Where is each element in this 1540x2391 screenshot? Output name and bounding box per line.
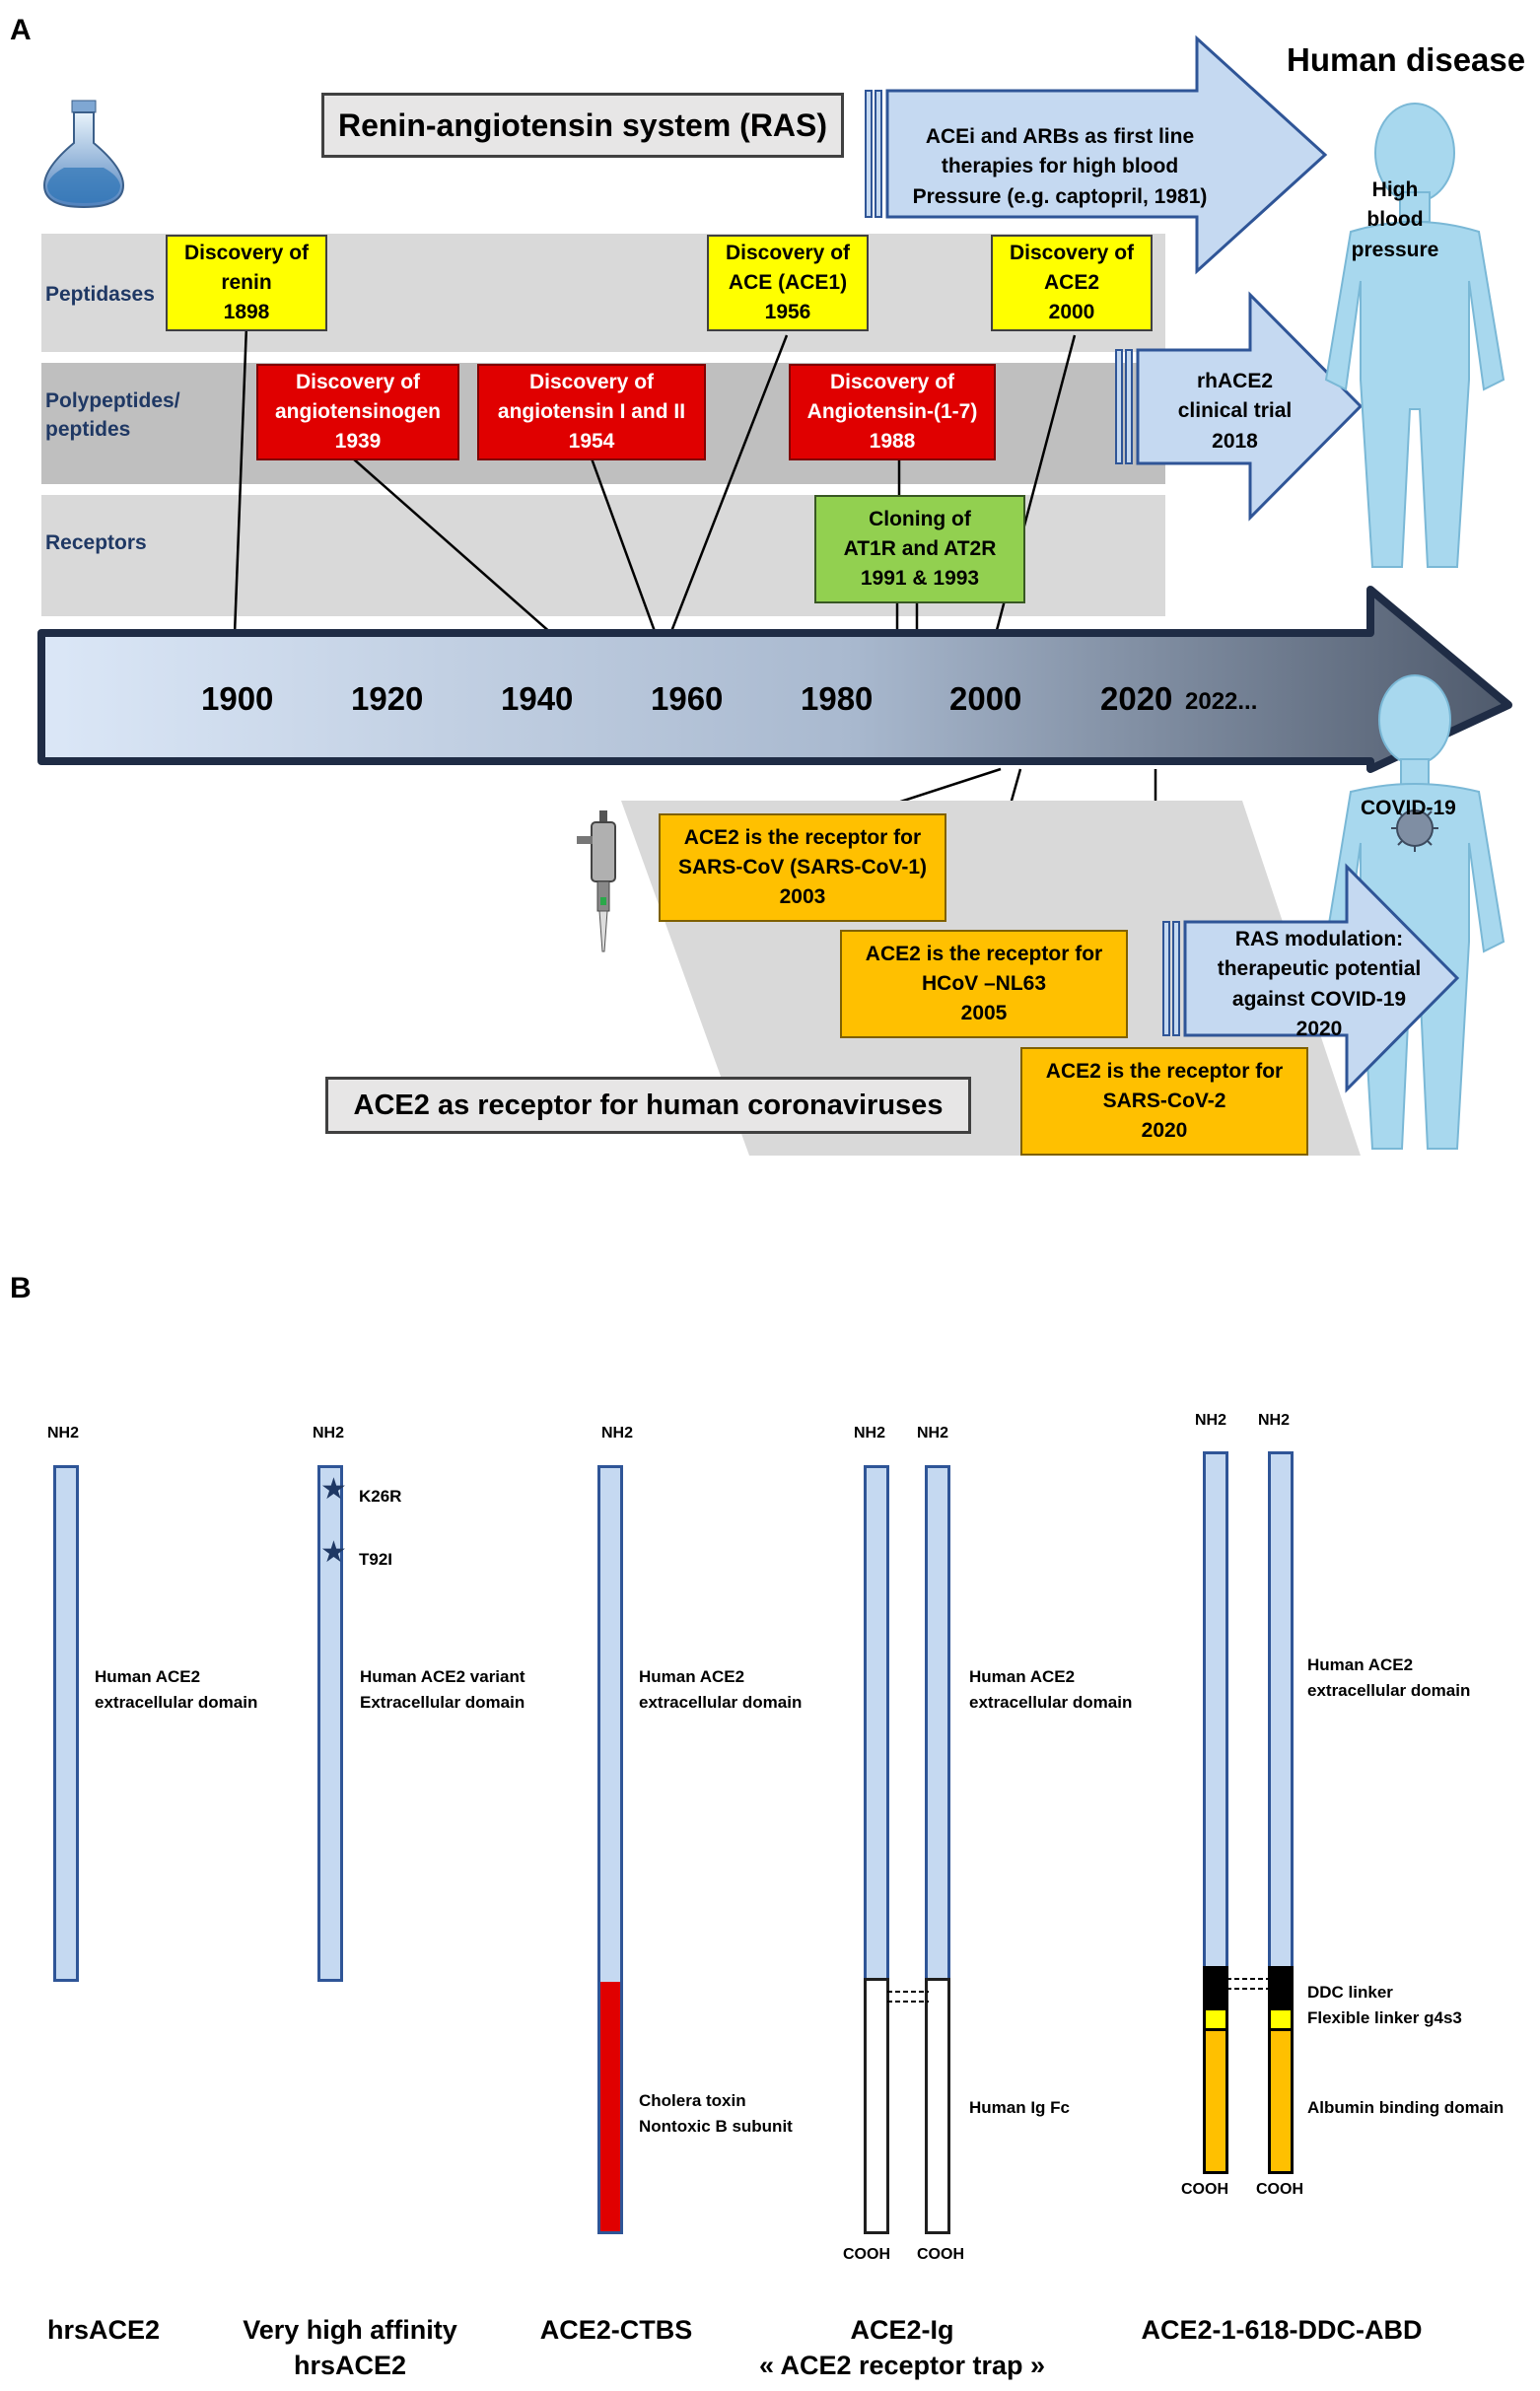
- panel-b-letter: B: [10, 1272, 32, 1304]
- ctbs-b-subunit: [597, 1982, 623, 2234]
- nh2-label: NH2: [1195, 1412, 1227, 1429]
- therapy-arrow-1: [865, 35, 1328, 275]
- cooh-label: COOH: [1256, 2181, 1303, 2198]
- mutation-label-k26r: K26R: [359, 1487, 402, 1506]
- human-figure-icon: [1324, 103, 1505, 568]
- nh2-label: NH2: [313, 1425, 345, 1442]
- nh2-label: NH2: [47, 1425, 80, 1442]
- timeline-year-2000: 2000: [949, 680, 1022, 717]
- pipette-icon: [577, 810, 616, 952]
- flex-linker-label: Flexible linker g4s3: [1307, 2008, 1462, 2027]
- abd-left: [1203, 2031, 1228, 2174]
- molecule-name-ace2-ddc-abd: ACE2-1-618-DDC-ABD: [1141, 2315, 1423, 2345]
- human-label-covid-19: COVID-19: [1361, 797, 1456, 819]
- ddc-label: DDC linker: [1307, 1983, 1393, 2002]
- ace2-receptor-title: ACE2 as receptor for human coronaviruses: [325, 1077, 971, 1134]
- ddc-bridge: [1226, 1978, 1272, 1990]
- cooh-label: COOH: [843, 2246, 890, 2263]
- ig-ace2-domain-left: [864, 1465, 889, 1982]
- virus-icon: [1391, 805, 1438, 852]
- molecule-name-very-high-affinity: Very high affinity hrsACE2: [243, 2315, 457, 2381]
- nh2-label: NH2: [917, 1425, 949, 1442]
- abd-right: [1268, 2031, 1294, 2174]
- polypeptide-box-angiotensinogen: Discovery of angiotensinogen 1939: [256, 364, 459, 460]
- ctbs-b-label: Cholera toxin Nontoxic B subunit: [639, 2091, 793, 2136]
- cooh-label: COOH: [917, 2246, 964, 2263]
- molecule-name-hrsace2: hrsACE2: [46, 2315, 161, 2345]
- mutation-star-icon: ★: [320, 1473, 347, 1506]
- panel-a-letter: A: [10, 14, 32, 46]
- nh2-label: NH2: [854, 1425, 886, 1442]
- timeline-year-1940: 1940: [501, 680, 574, 717]
- ig-fc-right: [925, 1978, 950, 2234]
- abd-ace2-domain-right: [1268, 1451, 1294, 1966]
- flex-linker-left: [1203, 2007, 1228, 2031]
- polypeptide-box-angiotensin-1-7: Discovery of Angiotensin-(1-7) 1988: [789, 364, 996, 460]
- flask-icon: [42, 100, 125, 209]
- timeline-year-1960: 1960: [651, 680, 724, 717]
- receptor-box-at1r-at2r: Cloning of AT1R and AT2R 1991 & 1993: [814, 495, 1025, 603]
- molecule-name-ace2-ctbs: ACE2-CTBS: [539, 2315, 693, 2345]
- ig-ace2-label: Human ACE2 extracellular domain: [969, 1667, 1133, 1712]
- ig-fc-label: Human Ig Fc: [969, 2098, 1071, 2117]
- molecule-name-ace2-ig: ACE2-Ig « ACE2 receptor trap »: [758, 2315, 1046, 2381]
- timeline-end-label: 2022...: [1185, 688, 1258, 715]
- timeline-year-1980: 1980: [801, 680, 874, 717]
- abd-label: Albumin binding domain: [1307, 2098, 1505, 2117]
- mutation-label-t92i: T92I: [359, 1550, 393, 1569]
- hrsace2-domain-label: Human ACE2 extracellular domain: [95, 1667, 258, 1712]
- ddc-linker-right: [1268, 1966, 1294, 2007]
- nh2-label: NH2: [601, 1425, 634, 1442]
- cooh-label: COOH: [1181, 2181, 1228, 2198]
- timeline-year-1900: 1900: [201, 680, 274, 717]
- therapy-arrow-1-text: ACEi and ARBs as first line therapies fo…: [912, 125, 1208, 208]
- nh2-label: NH2: [1258, 1412, 1291, 1429]
- timeline-year-2020: 2020: [1100, 680, 1173, 717]
- therapy-arrow-2: [1115, 291, 1364, 522]
- flex-linker-right: [1268, 2007, 1294, 2031]
- peptidase-box-renin: Discovery of renin 1898: [166, 235, 327, 331]
- ctbs-ace2-domain: [597, 1465, 623, 1982]
- ig-fc-left: [864, 1978, 889, 2234]
- abd-ace2-label: Human ACE2 extracellular domain: [1307, 1655, 1471, 1700]
- variant-domain-label: Human ACE2 variant Extracellular domain: [360, 1667, 525, 1712]
- therapy-arrow-3-text: RAS modulation: therapeutic potential ag…: [1217, 928, 1422, 1041]
- ras-title: Renin-angiotensin system (RAS): [321, 93, 844, 158]
- coronavirus-box-hcov-nl63: ACE2 is the receptor for HCoV –NL63 2005: [840, 930, 1128, 1038]
- hrsace2-domain: [53, 1465, 79, 1982]
- ctbs-ace2-label: Human ACE2 extracellular domain: [639, 1667, 803, 1712]
- ddc-linker-left: [1203, 1966, 1228, 2007]
- peptidase-box-ace1: Discovery of ACE (ACE1) 1956: [707, 235, 869, 331]
- polypeptides-label: Polypeptides/ peptides: [45, 389, 180, 442]
- abd-ace2-domain-left: [1203, 1451, 1228, 1966]
- mutation-star-icon: ★: [320, 1536, 347, 1569]
- ig-ace2-domain-right: [925, 1465, 950, 1982]
- timeline-year-1920: 1920: [351, 680, 424, 717]
- therapy-arrow-3: [1162, 863, 1460, 1093]
- peptidase-box-ace2: Discovery of ACE2 2000: [991, 235, 1153, 331]
- human-disease-title: Human disease: [1287, 41, 1526, 78]
- receptors-label: Receptors: [45, 531, 147, 554]
- coronavirus-box-sars-cov-2: ACE2 is the receptor for SARS-CoV-2 2020: [1020, 1047, 1308, 1156]
- peptidases-label: Peptidases: [45, 283, 155, 306]
- therapy-arrow-2-text: rhACE2 clinical trial 2018: [1177, 370, 1293, 453]
- human-label-high-blood-pressure: High blood pressure: [1351, 178, 1439, 261]
- variant-domain: [317, 1465, 343, 1982]
- disulfide-bridge: [887, 1991, 929, 2003]
- polypeptide-box-angiotensin-i-ii: Discovery of angiotensin I and II 1954: [477, 364, 706, 460]
- coronavirus-box-sars-cov-1: ACE2 is the receptor for SARS-CoV (SARS-…: [659, 813, 946, 922]
